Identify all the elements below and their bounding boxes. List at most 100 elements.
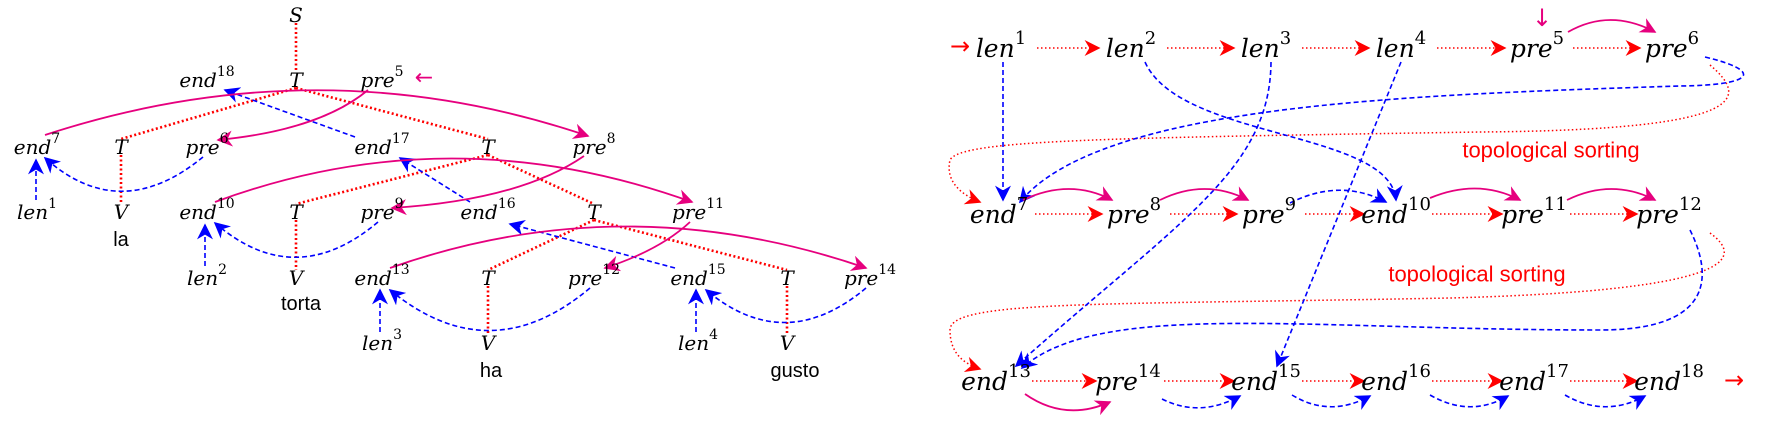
tree-node-pre5: pre5 (360, 64, 403, 92)
pre5-pointer-arrow: ↓ (1532, 4, 1552, 32)
node-base: V (289, 266, 306, 290)
node-superscript: 14 (878, 262, 896, 278)
node-base: T (481, 266, 496, 290)
sorted-dependency-edge-end17-end18 (1564, 394, 1647, 410)
node-base: V (780, 331, 797, 355)
sorted-precedence-edge-end10-pre11 (1429, 186, 1522, 201)
sorted-node-pre8: pre8 (1107, 194, 1161, 229)
tree-edge-T2-T3 (295, 153, 489, 206)
node-base: end (1361, 200, 1408, 229)
node-superscript: 11 (1544, 194, 1567, 215)
node-base: end (179, 68, 217, 92)
node-superscript: 10 (217, 196, 235, 212)
tree-node-V4: V (780, 331, 797, 355)
node-base: len (362, 331, 393, 355)
edges-layer (28, 18, 1745, 416)
dependency-edge-end17-end18 (223, 87, 356, 138)
node-base: T (481, 135, 496, 159)
tree-node-end10: end10 (179, 196, 234, 224)
node-superscript: 15 (1278, 361, 1301, 382)
node-base: end (460, 200, 498, 224)
node-superscript: 18 (217, 64, 235, 80)
sorted-dependency-edge-pre6-end7 (1018, 56, 1745, 204)
precedence-edge-pre5-pre6 (216, 89, 369, 147)
tree-node-V1: V (114, 200, 131, 224)
sorted-dependency-edge-pre12-end13 (1020, 229, 1703, 370)
node-base: V (114, 200, 131, 224)
node-superscript: 4 (709, 327, 718, 343)
tree-node-pre6: pre6 (185, 131, 228, 159)
dependency-edge-pre6-end7 (43, 156, 204, 193)
node-base: end (354, 135, 392, 159)
tree-node-T0: T (289, 68, 304, 92)
tree-node-end17: end17 (354, 131, 409, 159)
tree-node-V3: V (481, 331, 498, 355)
node-base: pre (572, 135, 606, 159)
topological-sorting-label-1: topological sorting (1462, 138, 1639, 163)
sorted-node-len1: len1 (976, 28, 1026, 63)
node-superscript: 14 (1138, 361, 1161, 382)
sorted-node-end17: end17 (1499, 361, 1569, 396)
node-base: end (1361, 367, 1408, 396)
node-superscript: 7 (1017, 194, 1028, 215)
node-superscript: 15 (708, 262, 726, 278)
node-superscript: 13 (392, 262, 410, 278)
tree-node-T1: T (114, 135, 129, 159)
node-base: S (289, 3, 303, 27)
sorted-node-pre14: pre14 (1095, 361, 1161, 396)
node-base: pre (1095, 367, 1138, 396)
node-base: len (976, 34, 1015, 63)
tree-node-V2: V (289, 266, 306, 290)
sorted-dependency-edge-end16-end17 (1429, 394, 1510, 411)
node-superscript: 17 (392, 131, 410, 147)
dependency-edge-pre12-end13 (388, 287, 591, 332)
word-gusto: gusto (771, 360, 820, 382)
tree-node-end16: end16 (460, 196, 515, 224)
dependency-edge-end16-end17 (398, 157, 471, 203)
word-la: la (113, 229, 129, 251)
precedence-edge-end7-pre8 (44, 89, 590, 139)
tree-node-pre14: pre14 (844, 262, 896, 290)
node-base: T (587, 200, 602, 224)
node-base: T (289, 68, 304, 92)
sorted-node-end13: end13 (961, 361, 1031, 396)
word-torta: torta (281, 293, 322, 315)
node-superscript: 12 (1679, 194, 1702, 215)
node-base: end (1231, 367, 1278, 396)
node-base: pre (1645, 34, 1688, 63)
node-base: end (670, 266, 708, 290)
tree-edge-T0-T1 (120, 86, 297, 141)
node-superscript: 11 (706, 196, 724, 212)
tree-node-T3: T (289, 200, 304, 224)
tree-node-end18: end18 (179, 64, 234, 92)
sorted-node-end15: end15 (1231, 361, 1301, 396)
node-base: pre (1636, 200, 1679, 229)
word-ha: ha (480, 360, 503, 382)
node-base: pre (844, 266, 878, 290)
node-base: end (970, 200, 1017, 229)
tree-node-end15: end15 (670, 262, 725, 290)
node-superscript: 9 (395, 196, 404, 212)
sorted-dependency-edge-end15-end16 (1291, 394, 1372, 410)
node-superscript: 16 (498, 196, 516, 212)
node-base: len (17, 200, 48, 224)
sorted-node-pre11: pre11 (1501, 194, 1567, 229)
sorted-precedence-edge-pre11-pre12 (1566, 186, 1657, 201)
node-superscript: 2 (1145, 28, 1156, 49)
precedence-edge-pre8-pre9 (390, 155, 585, 216)
sorted-dependency-edge-len4-end15 (1275, 61, 1402, 368)
node-superscript: 4 (1415, 28, 1426, 49)
node-superscript: 9 (1285, 194, 1296, 215)
node-base: end (1634, 367, 1681, 396)
node-base: len (187, 266, 218, 290)
tree-node-pre9: pre9 (360, 196, 403, 224)
node-base: len (678, 331, 709, 355)
node-superscript: 2 (218, 262, 227, 278)
node-superscript: 8 (607, 131, 616, 147)
sorted-precedence-edge-pre5-pre6 (1567, 18, 1657, 33)
tree-node-len3: len3 (362, 327, 402, 355)
node-base: pre (1242, 200, 1285, 229)
dependency-edge-pre14-end15 (704, 287, 867, 324)
